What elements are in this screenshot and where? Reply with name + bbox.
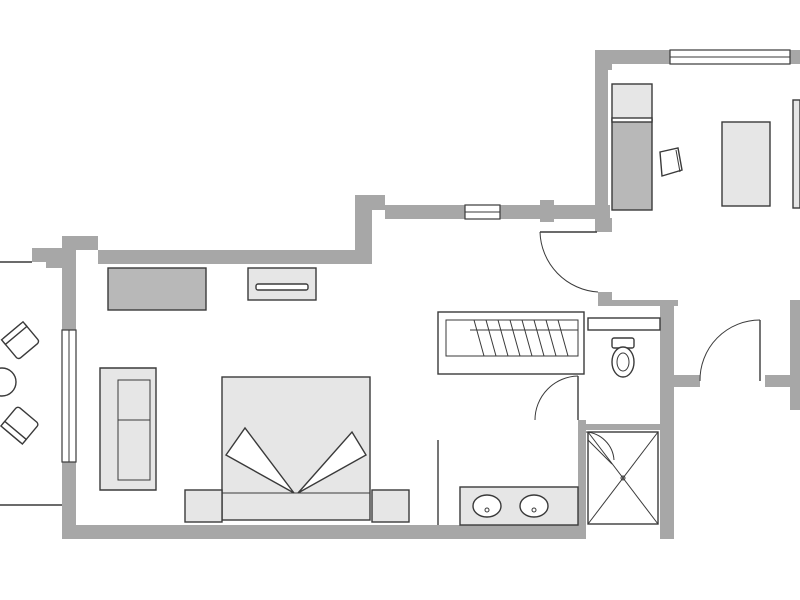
wall-entry-stub — [660, 375, 700, 387]
doors — [534, 231, 761, 461]
wall-kitchen-pier — [598, 292, 612, 306]
toilet — [611, 337, 635, 378]
wall-corner-pier-left — [32, 236, 98, 268]
sink-left — [472, 494, 502, 518]
side-cabinet — [792, 99, 800, 209]
dining-table — [721, 121, 771, 207]
fridge-line — [611, 117, 653, 123]
wardrobe-shelf — [445, 319, 579, 357]
wall-bath-divider — [578, 420, 586, 539]
balcony-chair-top — [0, 320, 40, 360]
sink-right — [519, 494, 549, 518]
hangers — [470, 319, 578, 357]
sofa — [99, 367, 157, 491]
nightstand-right — [371, 489, 410, 523]
bed-duvet-fold-right — [297, 430, 367, 494]
counter-cabinet — [611, 119, 653, 211]
wall-corridor-north-2 — [500, 205, 610, 219]
wall-kitchen-west — [595, 55, 612, 230]
balcony — [0, 261, 62, 506]
shower — [587, 431, 659, 525]
wall-corridor-north-1 — [385, 205, 465, 219]
balcony-table — [0, 367, 17, 397]
tv — [255, 283, 309, 291]
wall-bath-divider-top — [586, 424, 660, 430]
wall-bedroom-south — [62, 525, 585, 539]
balcony-chair-bottom — [0, 406, 39, 445]
bedroom — [99, 267, 410, 523]
wall-bedroom-west-upper — [62, 250, 76, 330]
bathroom — [587, 317, 661, 525]
wardrobe-body — [437, 311, 585, 375]
nightstand-left — [184, 489, 223, 523]
wall-bedroom-north — [98, 250, 360, 264]
chair — [659, 147, 683, 177]
wardrobe — [437, 311, 585, 525]
wall-bath-east — [660, 300, 674, 539]
wall-corridor-pillar — [540, 200, 554, 222]
door-swing-closet — [534, 375, 579, 421]
bed-duvet-fold-left — [224, 426, 295, 494]
wall-east-pier — [790, 300, 800, 410]
windows — [61, 49, 791, 463]
vanity — [459, 486, 579, 526]
wall-bath-top — [598, 300, 678, 306]
wall-kitchen-north-right — [790, 50, 800, 64]
wall-bedroom-west-lower — [62, 462, 76, 539]
dresser — [107, 267, 207, 311]
door-swing-kitchen — [539, 231, 599, 293]
wall-corridor-step — [355, 195, 385, 264]
kitchen — [611, 83, 800, 211]
wall-kitchen-door-stub — [595, 218, 612, 232]
door-swing-shower — [585, 431, 615, 461]
wall-kitchen-north — [595, 50, 670, 64]
door-swing-entry — [699, 319, 761, 382]
bath-shelf — [587, 317, 661, 331]
bed — [184, 376, 410, 523]
walls — [32, 50, 800, 539]
counter-north — [611, 83, 653, 121]
